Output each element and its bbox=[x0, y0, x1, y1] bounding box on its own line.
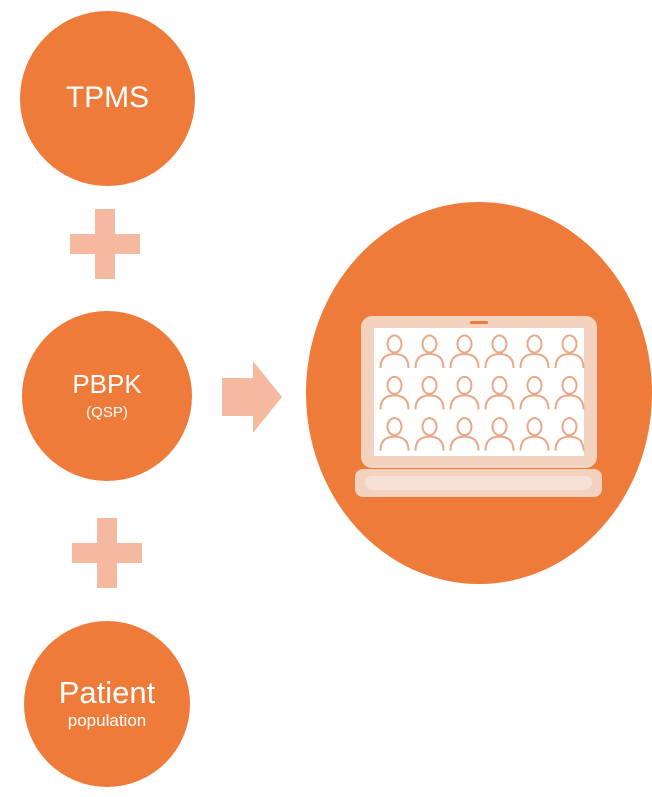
person-figure-17 bbox=[519, 417, 550, 451]
plus-icon-1 bbox=[70, 209, 140, 279]
person-figure-13 bbox=[379, 417, 410, 451]
person-figure-18 bbox=[554, 417, 585, 451]
laptop-population-icon bbox=[355, 316, 602, 497]
person-figure-5 bbox=[519, 334, 550, 369]
person-figure-9 bbox=[449, 375, 480, 410]
node-patient-label: Patient bbox=[58, 674, 156, 710]
person-figure-4 bbox=[484, 334, 515, 369]
person-figure-2 bbox=[414, 334, 445, 369]
person-figure-1 bbox=[379, 334, 410, 369]
node-pbpk-label: PBPK bbox=[72, 369, 142, 400]
person-figure-6 bbox=[554, 334, 585, 369]
node-pbpk: PBPK (QSP) bbox=[22, 311, 192, 481]
person-figure-14 bbox=[414, 417, 445, 451]
node-patient-population: Patient population bbox=[24, 621, 190, 787]
person-figure-8 bbox=[414, 375, 445, 410]
node-tpms: TPMS bbox=[20, 11, 195, 186]
person-figure-7 bbox=[379, 375, 410, 410]
person-figure-16 bbox=[484, 417, 515, 451]
person-figure-10 bbox=[484, 375, 515, 410]
plus-icon-2 bbox=[72, 518, 142, 588]
person-figure-12 bbox=[554, 375, 585, 410]
node-pbpk-sublabel: (QSP) bbox=[86, 403, 128, 421]
node-tpms-label: TPMS bbox=[65, 81, 150, 115]
person-figure-15 bbox=[449, 417, 480, 451]
arrow-right-icon bbox=[222, 361, 282, 433]
node-patient-sublabel: population bbox=[67, 711, 147, 731]
person-figure-11 bbox=[519, 375, 550, 410]
person-figure-3 bbox=[449, 334, 480, 369]
population-figures bbox=[379, 334, 585, 451]
